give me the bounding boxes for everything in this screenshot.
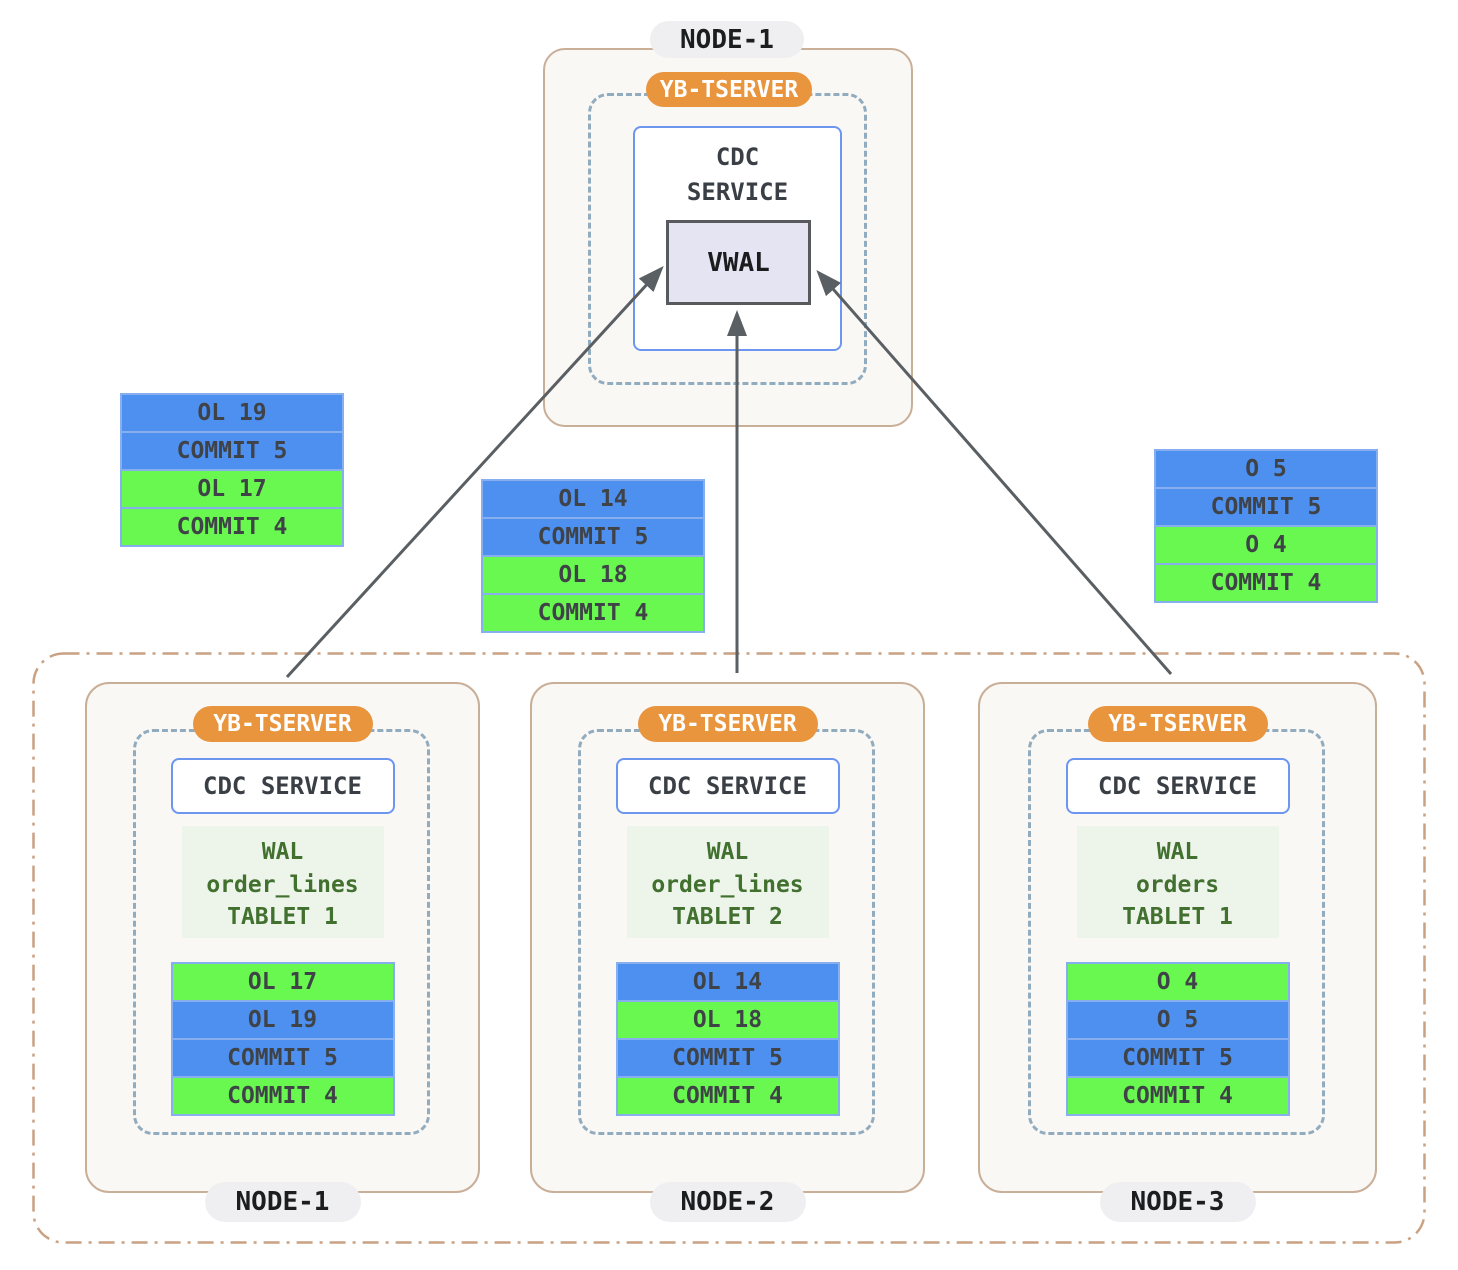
node-label: NODE-2 [649, 1182, 806, 1222]
top-tserver-badge: YB-TSERVER [646, 72, 812, 107]
wal-record-row: COMMIT 4 [1154, 563, 1378, 603]
wal-records-stack-right: O 5 COMMIT 5 O 4 COMMIT 4 [1154, 449, 1378, 603]
wal-record-row: COMMIT 4 [615, 1076, 840, 1116]
wal-record-row: COMMIT 5 [481, 517, 705, 557]
wal-records-stack: O 4 O 5 COMMIT 5 COMMIT 4 [1065, 962, 1290, 1116]
vwal-box: VWAL [666, 220, 811, 305]
wal-record-row: OL 17 [170, 962, 395, 1002]
cdc-service-label-line2: SERVICE [686, 177, 789, 206]
wal-record-row: O 4 [1065, 962, 1290, 1002]
wal-record-row: COMMIT 5 [615, 1038, 840, 1078]
cdc-service-box: CDC SERVICE [170, 758, 395, 814]
wal-label-line1: WAL [1156, 839, 1199, 865]
wal-record-row: COMMIT 5 [170, 1038, 395, 1078]
wal-label-line3: TABLET 2 [672, 904, 783, 931]
wal-tablet-label: WAL order_lines TABLET 1 [181, 826, 384, 938]
wal-record-row: OL 18 [481, 555, 705, 595]
cdc-service-label-line1: CDC [715, 143, 760, 171]
wal-records-stack: OL 17 OL 19 COMMIT 5 COMMIT 4 [170, 962, 395, 1116]
wal-record-row: COMMIT 4 [120, 507, 344, 547]
wal-record-row: OL 19 [120, 393, 344, 433]
wal-tablet-label: WAL order_lines TABLET 2 [626, 826, 829, 938]
cdc-service-box: CDC SERVICE [1065, 758, 1290, 814]
wal-label-line2: orders [1135, 871, 1220, 898]
node-label: NODE-3 [1099, 1182, 1256, 1222]
wal-record-row: O 5 [1154, 449, 1378, 489]
cdc-service-box: CDC SERVICE [615, 758, 840, 814]
wal-record-row: COMMIT 4 [170, 1076, 395, 1116]
wal-record-row: OL 18 [615, 1000, 840, 1040]
wal-record-row: O 4 [1154, 525, 1378, 565]
wal-label-line1: WAL [706, 839, 749, 865]
wal-record-row: OL 14 [615, 962, 840, 1002]
tserver-badge: YB-TSERVER [192, 706, 373, 742]
wal-record-row: OL 19 [170, 1000, 395, 1040]
wal-label-line1: WAL [261, 839, 304, 865]
wal-record-row: COMMIT 5 [120, 431, 344, 471]
tserver-badge: YB-TSERVER [637, 706, 818, 742]
wal-record-row: COMMIT 4 [1065, 1076, 1290, 1116]
tserver-badge: YB-TSERVER [1087, 706, 1268, 742]
wal-label-line2: order_lines [651, 871, 804, 898]
wal-records-stack-left: OL 19 COMMIT 5 OL 17 COMMIT 4 [120, 393, 344, 547]
node-card-1: YB-TSERVER CDC SERVICE WAL order_lines T… [85, 682, 480, 1222]
wal-records-stack-middle: OL 14 COMMIT 5 OL 18 COMMIT 4 [481, 479, 705, 633]
node-card-2: YB-TSERVER CDC SERVICE WAL order_lines T… [530, 682, 925, 1222]
wal-record-row: COMMIT 5 [1065, 1038, 1290, 1078]
wal-record-row: COMMIT 4 [481, 593, 705, 633]
wal-label-line3: TABLET 1 [1122, 904, 1233, 931]
wal-tablet-label: WAL orders TABLET 1 [1076, 826, 1279, 938]
wal-label-line3: TABLET 1 [227, 904, 338, 931]
wal-record-row: COMMIT 5 [1154, 487, 1378, 527]
wal-records-stack: OL 14 OL 18 COMMIT 5 COMMIT 4 [615, 962, 840, 1116]
wal-record-row: OL 14 [481, 479, 705, 519]
wal-record-row: OL 17 [120, 469, 344, 509]
wal-record-row: O 5 [1065, 1000, 1290, 1040]
node-card-3: YB-TSERVER CDC SERVICE WAL orders TABLET… [978, 682, 1377, 1222]
wal-label-line2: order_lines [206, 871, 359, 898]
node-label: NODE-1 [204, 1182, 361, 1222]
top-node-label: NODE-1 [650, 21, 804, 58]
